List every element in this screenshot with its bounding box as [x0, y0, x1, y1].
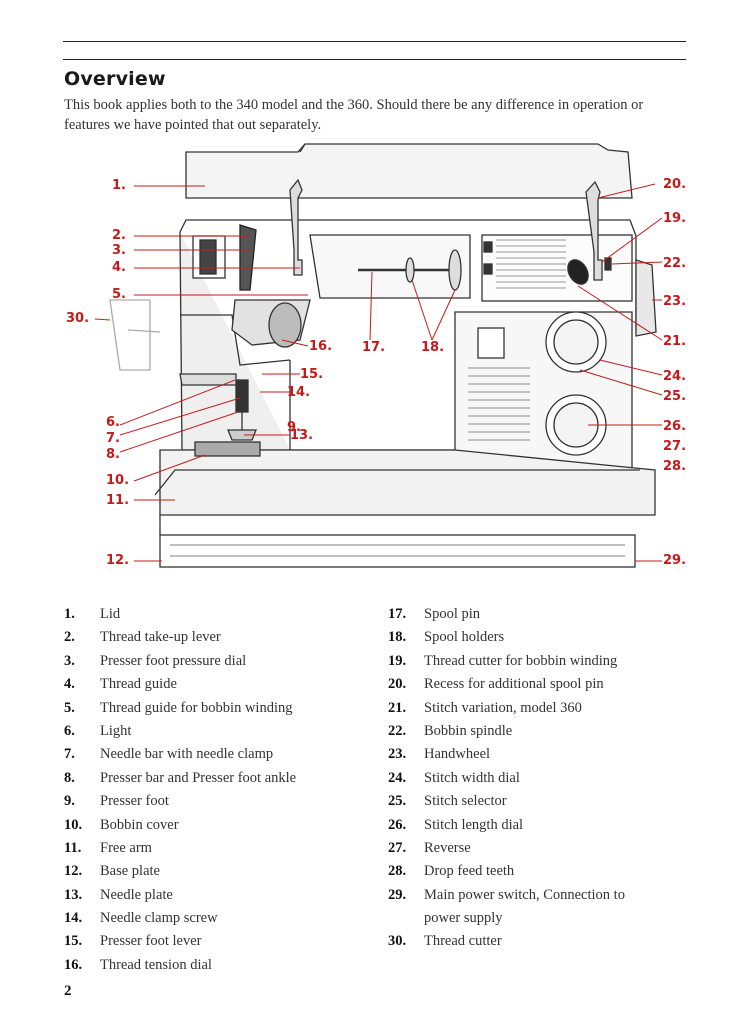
list-item: 17.Spool pin — [388, 606, 480, 622]
list-item: 8.Presser bar and Presser foot ankle — [64, 769, 297, 786]
list-item: 5.Thread guide for bobbin winding — [64, 699, 293, 716]
callout-28: 28. — [663, 459, 686, 474]
list-item: 18.Spool holders — [388, 629, 505, 646]
list-item: 30.Thread cutter — [388, 933, 502, 950]
list-item: 6.Light — [64, 722, 132, 739]
list-item: 10.Bobbin cover — [64, 816, 179, 833]
callout-labels: 1. 2. 3. 4. 5. 30. 6. 7. 8. 10. 11. 12. … — [66, 177, 686, 568]
title-rule — [63, 59, 686, 60]
list-item: 21.Stitch variation, model 360 — [388, 699, 582, 716]
list-item: 25.Stitch selector — [388, 793, 507, 810]
list-item: 16.Thread tension dial — [64, 956, 212, 973]
callout-17: 17. — [362, 340, 385, 355]
callout-30: 30. — [66, 311, 89, 326]
list-item: 28.Drop feed teeth — [388, 863, 515, 880]
callout-3: 3. — [112, 243, 126, 258]
list-item: 11.Free arm — [64, 839, 152, 856]
list-item: 20.Recess for additional spool pin — [388, 676, 604, 693]
callout-9-visible: 9. — [287, 420, 301, 435]
top-rule — [63, 41, 686, 42]
parts-list-left: 1.Lid 2.Thread take-up lever 3.Presser f… — [64, 606, 364, 980]
list-item: 27.Reverse — [388, 839, 471, 856]
page-number: 2 — [64, 983, 72, 999]
list-item: 23.Handwheel — [388, 746, 491, 763]
callout-26: 26. — [663, 419, 686, 434]
list-item: 4.Thread guide — [64, 676, 177, 693]
callout-11: 11. — [106, 493, 129, 508]
list-item: 7.Needle bar with needle clamp — [64, 746, 274, 763]
callout-24: 24. — [663, 369, 686, 384]
list-item: 24.Stitch width dial — [388, 769, 520, 786]
callout-18: 18. — [421, 340, 444, 355]
list-item: 3.Presser foot pressure dial — [64, 652, 247, 669]
intro-paragraph: This book applies both to the 340 model … — [64, 97, 644, 133]
list-item: 14.Needle clamp screw — [64, 910, 218, 927]
callout-6: 6. — [106, 415, 120, 430]
list-item: 12.Base plate — [64, 863, 160, 880]
callout-8: 8. — [106, 447, 120, 462]
callout-21: 21. — [663, 334, 686, 349]
callout-1: 1. — [112, 178, 126, 193]
callout-23: 23. — [663, 294, 686, 309]
leader-lines — [94, 183, 663, 562]
callout-14: 14. — [287, 385, 310, 400]
list-item: 2.Thread take-up lever — [64, 629, 221, 646]
callout-4: 4. — [112, 260, 126, 275]
callout-2: 2. — [112, 228, 126, 243]
callout-16: 16. — [309, 339, 332, 354]
callout-22: 22. — [663, 256, 686, 271]
machine-illustration — [109, 143, 657, 568]
list-item: 15.Presser foot lever — [64, 933, 202, 950]
callout-20: 20. — [663, 177, 686, 192]
callout-12: 12. — [106, 553, 129, 568]
list-item: 29.Main power switch, Connection to — [388, 886, 625, 903]
callout-19: 19. — [663, 211, 686, 226]
sewing-machine-diagram: 1. 2. 3. 4. 5. 30. 6. 7. 8. 10. 11. 12. … — [66, 143, 686, 568]
callout-27: 27. — [663, 439, 686, 454]
list-item: 1.Lid — [64, 606, 121, 622]
callout-15: 15. — [300, 367, 323, 382]
callout-10: 10. — [106, 473, 129, 488]
callout-25: 25. — [663, 389, 686, 404]
list-item: 9.Presser foot — [64, 793, 169, 810]
callout-5: 5. — [112, 287, 126, 302]
list-item-continuation: power supply — [424, 910, 503, 927]
callout-29: 29. — [663, 553, 686, 568]
list-item: 19.Thread cutter for bobbin winding — [388, 652, 618, 669]
callout-13: 13. — [290, 428, 313, 443]
list-item: 13.Needle plate — [64, 886, 173, 903]
list-item: 26.Stitch length dial — [388, 816, 524, 833]
list-item: 22.Bobbin spindle — [388, 722, 513, 739]
page-title: Overview — [64, 68, 166, 90]
parts-list-right: 17.Spool pin 18.Spool holders 19.Thread … — [388, 606, 688, 957]
callout-7: 7. — [106, 431, 120, 446]
